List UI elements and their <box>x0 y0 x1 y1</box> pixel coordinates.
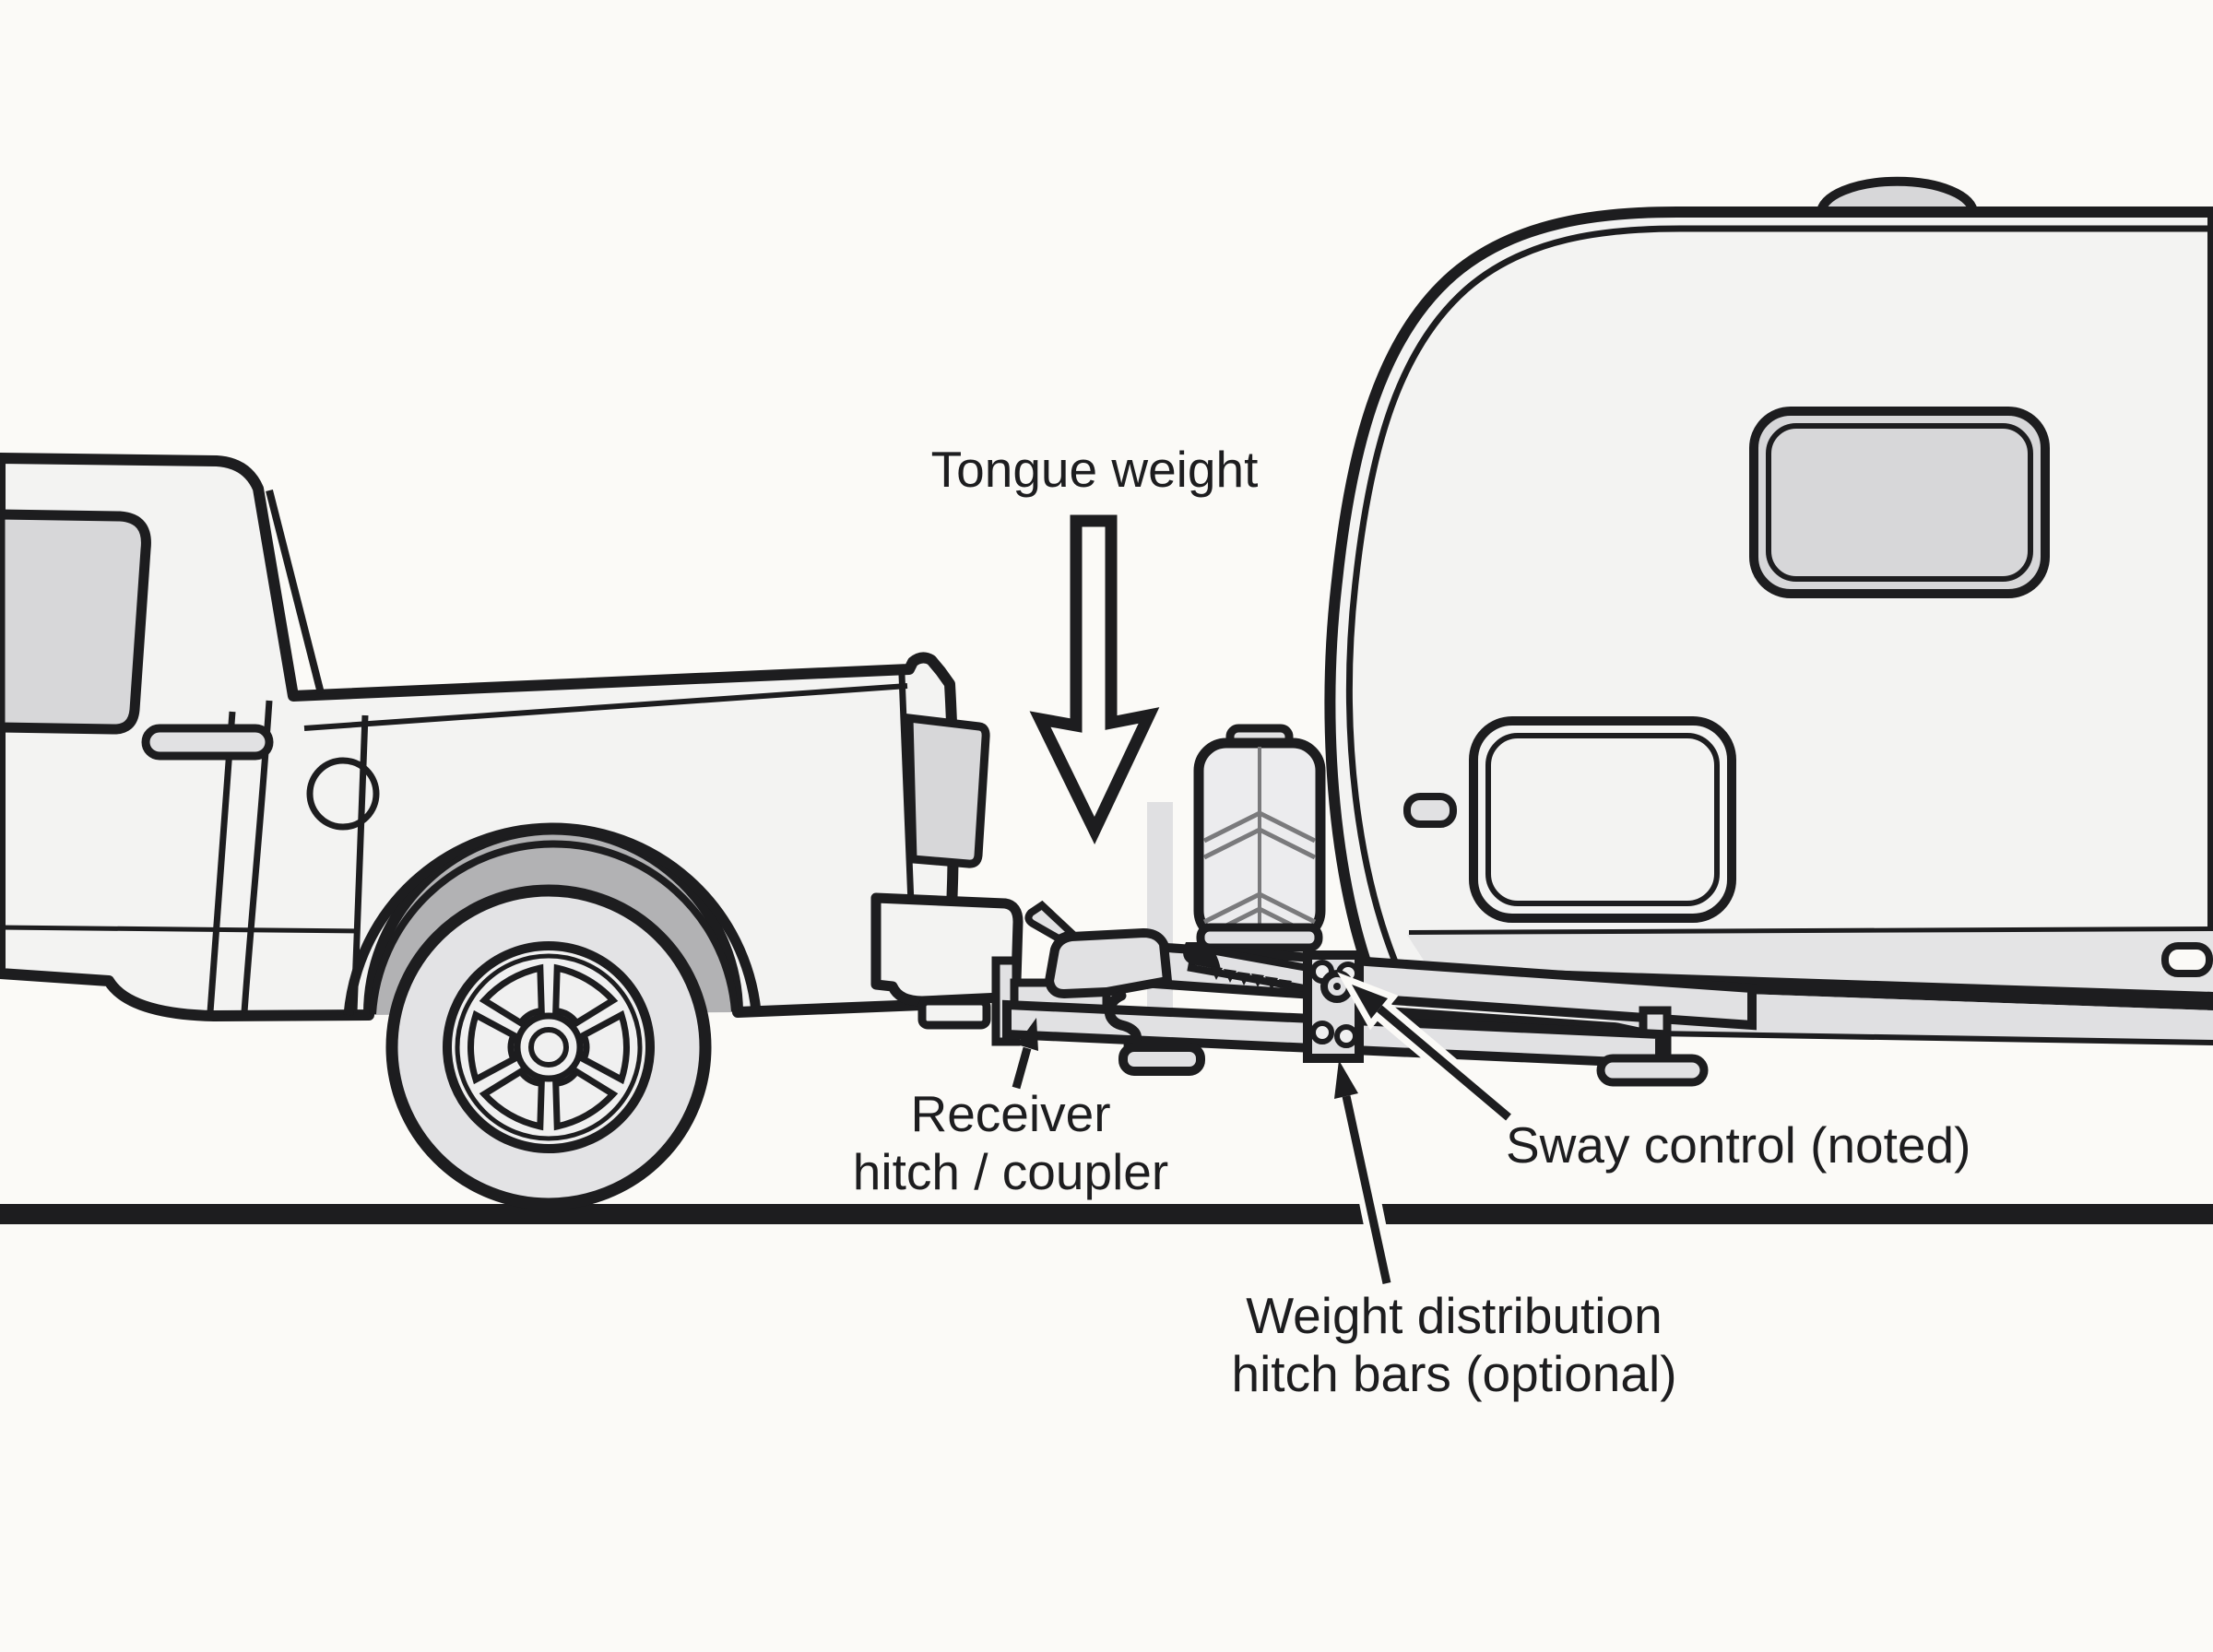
bracket-bolt <box>1334 1024 1358 1048</box>
truck-cab-window <box>0 509 151 735</box>
trailer-lower-window <box>1469 716 1736 923</box>
callouts: Tongue weight Receiver hitch / coupler S… <box>853 441 1971 1402</box>
truck-rear-wheel <box>385 884 712 1210</box>
sway-control-pointer <box>1337 972 1516 1127</box>
receiver-hitch-label-line1: Receiver <box>910 1085 1110 1142</box>
bed-rail-inner-line <box>303 683 908 731</box>
receiver-hitch-label-line2: hitch / coupler <box>853 1143 1168 1200</box>
sway-control-unit <box>1183 942 1364 1063</box>
trailer-body <box>1324 206 2213 1045</box>
upper-window-inner-line <box>1766 423 2033 582</box>
rim-spokes <box>467 963 630 1131</box>
weight-distribution-pointer <box>1334 1060 1398 1286</box>
body-crease-line <box>0 925 361 934</box>
coupler-head <box>1045 928 1172 998</box>
up-arrowhead-icon <box>1017 1018 1038 1051</box>
trailer-grab-handle <box>1403 793 1457 828</box>
down-arrow-icon <box>1029 514 1160 845</box>
weight-distribution-label-line2: hitch bars (optional) <box>1231 1345 1676 1402</box>
rim-inner-line <box>455 953 643 1141</box>
sway-bar-clamp <box>1183 942 1221 970</box>
tank-chevron-upper <box>1202 810 1317 860</box>
propane-tank <box>1193 724 1326 952</box>
up-arrowhead-icon <box>1334 1060 1358 1099</box>
sway-leader-line <box>1377 1005 1511 1121</box>
body-bottom-line <box>1408 926 2213 936</box>
travel-trailer <box>1324 176 2213 1045</box>
ratchet-teeth <box>1210 966 1292 993</box>
bumper-step <box>917 997 991 1030</box>
lower-window-inner-line <box>1485 733 1720 906</box>
skirt-band <box>1407 931 2213 992</box>
tongue-weight-label: Tongue weight <box>931 441 1259 498</box>
tank-base-ring <box>1196 923 1323 952</box>
sway-control-label: Sway control (noted) <box>1506 1116 1970 1174</box>
fender-flare-inner <box>369 840 739 1015</box>
trailer-upper-window <box>1749 407 2050 598</box>
fuel-cap <box>306 757 380 831</box>
receiver-leader-line <box>1012 1046 1032 1090</box>
hub-inner <box>528 1027 569 1068</box>
receiver-pointer <box>1012 1018 1038 1090</box>
pickup-truck <box>0 453 1024 1210</box>
roof-vent-dome <box>1816 176 1979 218</box>
fender-flare-outer <box>343 822 762 1016</box>
wd-bar-end-cap <box>1596 1054 1709 1087</box>
door-handle <box>141 724 274 761</box>
cab-pillar-line <box>266 490 325 694</box>
door-gap-line-front <box>207 711 236 1013</box>
coupler-latch-lever <box>1024 900 1079 943</box>
front-profile-inner-line <box>1345 225 2213 979</box>
side-marker <box>2161 942 2213 977</box>
bracket-bolt <box>1310 1021 1334 1044</box>
sway-pivot-center <box>1333 983 1341 990</box>
up-left-arrowhead-icon <box>1352 985 1388 1019</box>
truck-body <box>0 453 960 1021</box>
hitch-assembly <box>991 724 1757 1087</box>
ground-line <box>0 1204 2213 1224</box>
tongue-jack-foot <box>1118 1043 1205 1076</box>
safety-chain-hook <box>1104 990 1142 1051</box>
tail-light <box>905 713 990 868</box>
wd-leader-line <box>1342 1095 1391 1284</box>
weight-distribution-label-line1: Weight distribution <box>1246 1287 1662 1344</box>
